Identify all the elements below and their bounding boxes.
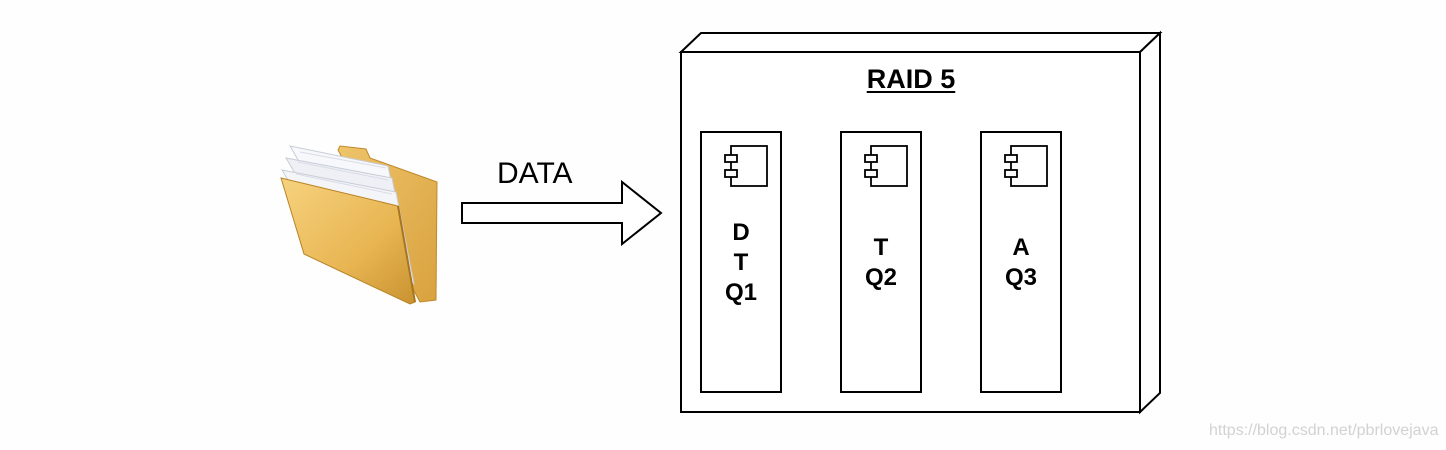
disk-2 <box>840 131 922 393</box>
disk-1 <box>700 131 782 393</box>
folder-with-documents-icon <box>280 145 438 305</box>
raid-title: RAID 5 <box>866 64 956 94</box>
disk-3-blocks: A Q3 <box>981 233 1061 293</box>
block-label: Q3 <box>1004 264 1037 291</box>
disk-3 <box>980 131 1062 393</box>
block-label: A <box>1012 234 1030 261</box>
block-label: D <box>732 219 750 246</box>
disk-1-blocks: D T Q1 <box>701 218 781 308</box>
watermark: https://blog.csdn.net/pbrlovejava <box>1209 422 1439 439</box>
block-label: T <box>873 234 889 261</box>
component-icon <box>864 145 908 187</box>
block-label: Q2 <box>864 264 897 291</box>
component-icon <box>724 145 768 187</box>
block-label: Q1 <box>724 279 757 306</box>
block-label: T <box>733 249 749 276</box>
data-flow-arrow <box>461 179 663 247</box>
component-icon <box>1004 145 1048 187</box>
disk-2-blocks: T Q2 <box>841 233 921 293</box>
arrow-label: DATA <box>497 157 573 190</box>
